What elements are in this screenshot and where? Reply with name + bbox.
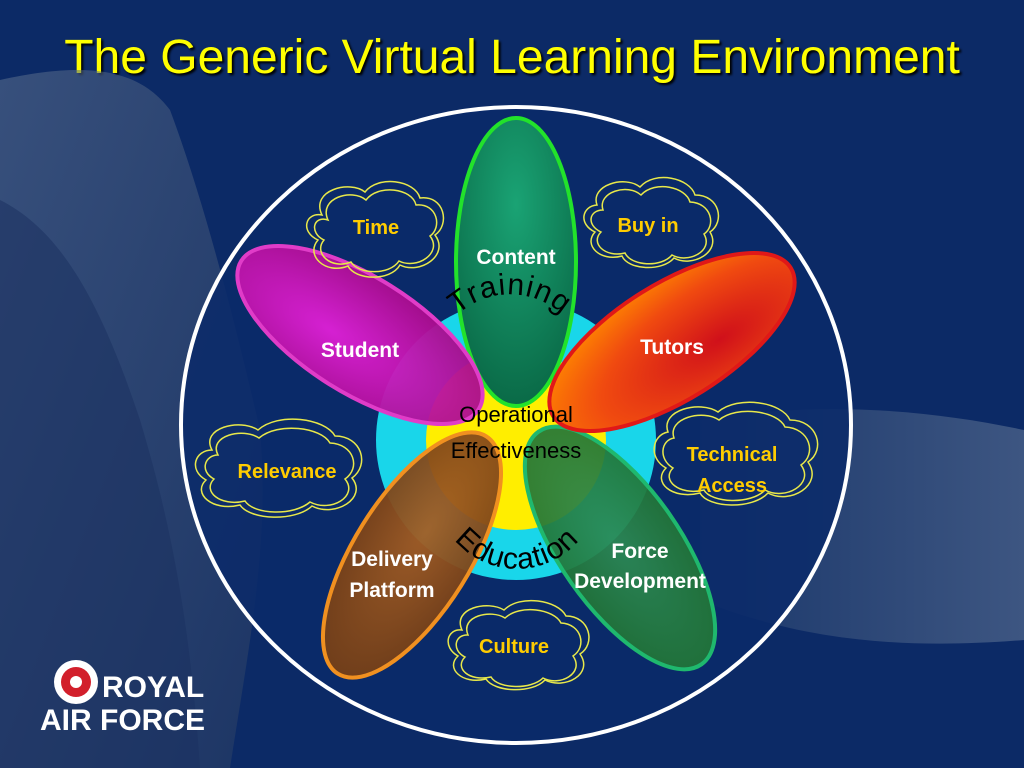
cloud-label-time: Time xyxy=(353,217,399,239)
cloud-buy-in xyxy=(583,176,720,269)
petal-label-tutors: Tutors xyxy=(640,336,704,359)
raf-roundel-icon xyxy=(54,660,98,704)
center-label-line1: Operational xyxy=(459,402,573,427)
petal-content xyxy=(454,116,578,408)
center-label-line2: Effectiveness xyxy=(451,438,581,463)
logo-line2: AIR FORCE xyxy=(40,704,205,737)
cloud-label-technical-line1: Technical xyxy=(687,444,778,466)
cloud-label-culture: Culture xyxy=(479,636,549,658)
petal-label-content: Content xyxy=(476,246,555,269)
petal-force-development xyxy=(522,424,718,672)
petal-student xyxy=(235,243,485,427)
cloud-relevance xyxy=(194,418,363,518)
cloud-technical-access xyxy=(653,401,819,506)
cloud-label-buy-in: Buy in xyxy=(617,215,678,237)
petal-tutors xyxy=(547,250,797,434)
cloud-time xyxy=(306,180,445,278)
slide-title: The Generic Virtual Learning Environment xyxy=(64,31,960,84)
cloud-label-technical-line2: Access xyxy=(697,475,767,497)
petal-label-delivery-line1: Delivery xyxy=(351,548,433,571)
petal-label-force-line2: Development xyxy=(574,570,706,593)
petal-label-student: Student xyxy=(321,339,399,362)
cloud-culture xyxy=(447,599,590,691)
petal-label-delivery-line2: Platform xyxy=(349,579,434,602)
left-photo-shadow xyxy=(0,200,200,768)
cloud-label-relevance: Relevance xyxy=(238,461,337,483)
petal-label-force-line1: Force xyxy=(611,540,668,563)
logo-line1: ROYAL xyxy=(102,671,204,704)
petal-delivery-platform xyxy=(320,430,504,680)
